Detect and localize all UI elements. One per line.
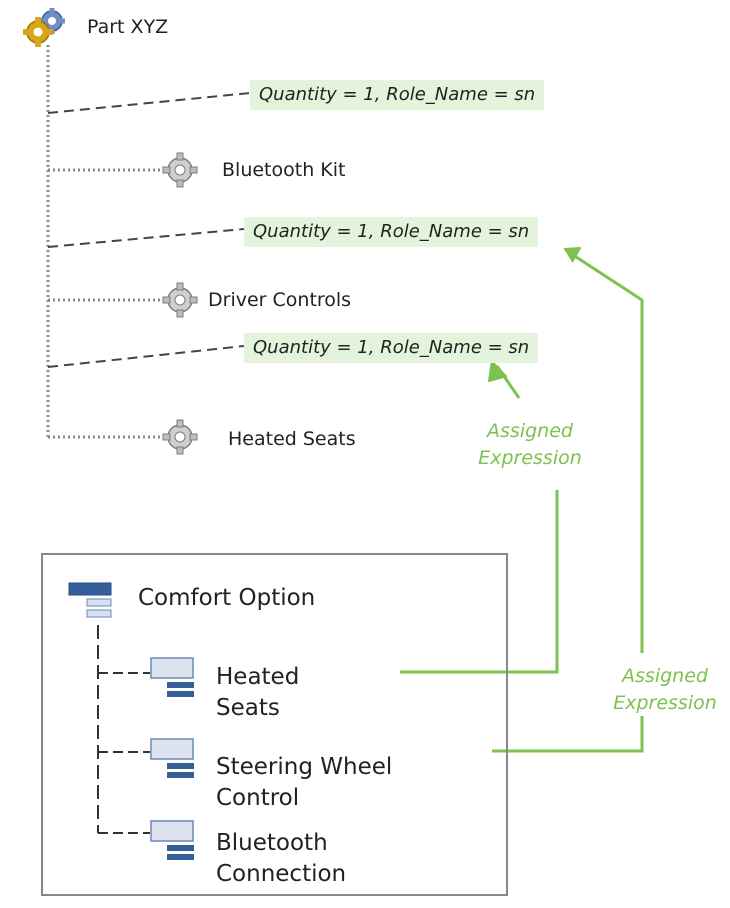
annotation-2-line-1: Assigned (622, 665, 708, 687)
assigned-arrow-2-upper (569, 251, 644, 653)
expression-box-1: Quantity = 1, Role_Name = sn (250, 80, 545, 110)
expression-connector-1 (47, 92, 251, 114)
assigned-arrow-2-line (492, 716, 644, 753)
root-part-label: Part XYZ (87, 16, 169, 38)
assigned-expression-annotation-2: Assigned Expression (600, 663, 730, 717)
expression-box-3: Quantity = 1, Role_Name = sn (244, 333, 539, 363)
option-item-1-line-2: Seats (216, 695, 280, 721)
assigned-arrow-1-head (488, 359, 508, 382)
gear-icon (160, 150, 202, 190)
option-item-3-line-1: Bluetooth (216, 830, 328, 856)
child-label-driver-controls: Driver Controls (208, 289, 352, 311)
expression-connector-2 (47, 228, 245, 248)
option-item-2-line-1: Steering Wheel (216, 754, 393, 780)
annotation-1-line-2: Expression (478, 447, 582, 469)
option-group-title: Comfort Option (138, 585, 316, 611)
annotation-1-line-1: Assigned (487, 420, 573, 442)
assigned-arrow-2-head (563, 247, 581, 263)
option-item-2-line-2: Control (216, 785, 300, 811)
annotation-2-line-2: Expression (613, 692, 717, 714)
option-item-steering-wheel-control: Steering Wheel Control (216, 752, 392, 814)
child-label-bluetooth-kit: Bluetooth Kit (222, 159, 346, 181)
option-item-icon (150, 820, 202, 862)
expression-connector-3 (47, 345, 245, 368)
assigned-expression-annotation-1: Assigned Expression (465, 418, 595, 472)
option-item-icon (150, 738, 202, 780)
expression-box-2: Quantity = 1, Role_Name = sn (244, 217, 539, 247)
gear-assembly-icon (22, 8, 74, 48)
option-item-heated-seats: Heated Seats (216, 662, 299, 724)
gear-icon (160, 280, 202, 320)
option-group-icon (68, 582, 114, 624)
gear-icon (160, 417, 202, 457)
comfort-option-box (41, 553, 508, 896)
option-item-1-line-1: Heated (216, 664, 300, 690)
option-item-icon (150, 657, 202, 699)
child-label-heated-seats: Heated Seats (228, 428, 356, 450)
option-item-bluetooth-connection: Bluetooth Connection (216, 828, 346, 890)
assigned-arrow-1-line (400, 490, 559, 674)
option-item-3-line-2: Connection (216, 861, 347, 887)
